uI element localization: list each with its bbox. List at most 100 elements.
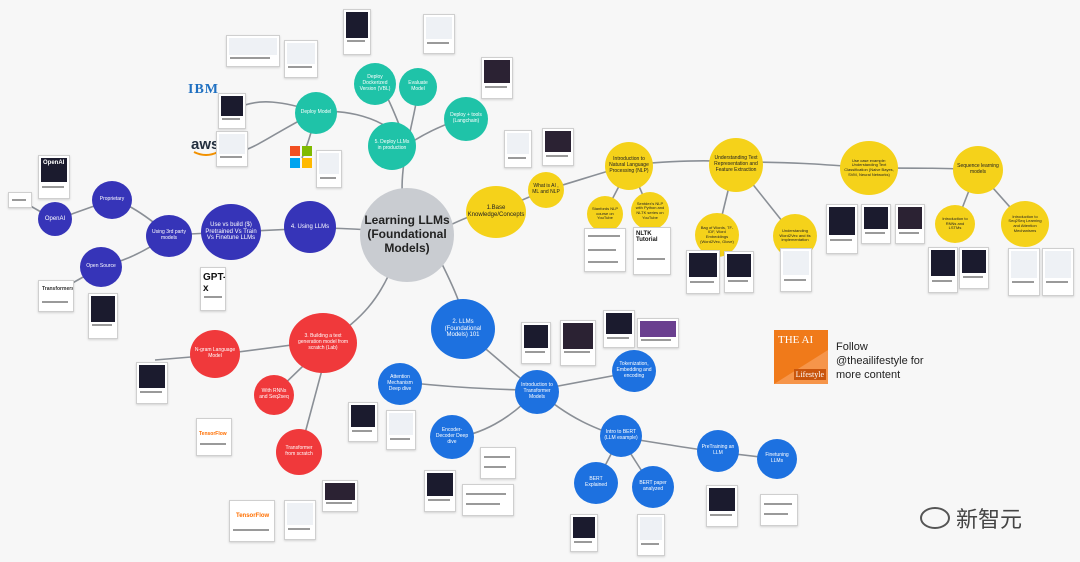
resource-card-openai[interactable]: OpenAI [38,155,70,199]
bert-explained-label: BERT Explained [585,476,607,488]
resource-card-bert-paper[interactable] [637,514,665,556]
openai-node[interactable]: OpenAI [38,202,72,236]
resource-card-s2s-2[interactable] [1042,248,1074,296]
bag-of-words-node[interactable]: Bag of Words, TF-IDF, Word Embeddings (W… [695,213,739,257]
resource-card-gpt-x[interactable]: GPT-x [200,267,226,311]
deploy-llms-node[interactable]: 5. Deploy LLMs in production [368,122,416,170]
resource-card-deploy-1[interactable] [284,40,318,78]
deploy-docker-node[interactable]: Deploy Dockerized Version (VBL) [354,63,396,105]
resource-card-evaluate[interactable] [423,14,455,54]
resource-card-transformer-1[interactable] [284,500,316,540]
third-party-node[interactable]: Using 3rd party models [146,215,192,257]
resource-card-transformers[interactable]: Transformers [38,280,74,312]
intro-nlp-label: Introduction to Natural Language Process… [609,156,649,174]
resource-card-aws[interactable] [216,131,248,167]
understanding-word2vec-label: Understanding Word2Vec and its implement… [779,228,811,243]
resource-card-docker[interactable] [343,9,371,55]
evaluate-model-node[interactable]: Evaluate Model [399,68,437,106]
text-line [222,118,240,120]
open-source-node[interactable]: Open Source [80,247,122,287]
proprietary-label: Proprietary [99,196,125,203]
ngram-node[interactable]: N-gram Language Model [190,330,240,378]
resource-card-ngram[interactable] [136,362,168,404]
text-line [288,66,312,68]
resource-card-nltk[interactable]: NLTK Tutorial [633,227,671,275]
base-knowledge-node[interactable]: 1.Base Knowledge/Concepts [466,186,526,238]
resource-thumbnail [427,473,453,497]
sequence-learning-node[interactable]: Sequence learning models [953,146,1003,194]
intro-nlp-node[interactable]: Introduction to Natural Language Process… [605,142,653,190]
resource-card-ai-2[interactable] [542,128,574,166]
resource-card-transformer-2[interactable] [322,480,358,512]
ai-ml-nlp-node[interactable]: What is AI , ML and NLP [528,172,564,208]
bert-paper-node[interactable]: BERT paper analyzed [632,466,674,508]
tokenization-node[interactable]: Tokenization, Embedding and encoding [612,350,656,392]
resource-card-attention-1[interactable] [348,402,378,442]
rnns-seq2seq-node[interactable]: With RNNs and Seq2seq [254,375,294,415]
intro-transformer-node[interactable]: Introduction to Transformer Models [515,370,559,414]
central-topic-node[interactable]: Learning LLMs (Foundational Models) [360,188,454,282]
use-vs-build-node[interactable]: Use vs build ($) Pretrained Vs Train Vs … [201,204,261,260]
use-case-node[interactable]: Use case example: Understanding Text Cla… [840,141,898,195]
resource-card-tokenization-1[interactable] [603,310,635,348]
intro-bert-node[interactable]: Intro to BERT (LLM example) [600,415,642,457]
resource-card-tokenization-2[interactable] [637,318,679,348]
resource-card-bow-2[interactable] [724,251,754,293]
resource-card-attention-2[interactable] [386,410,416,450]
resource-card-rnn-2[interactable] [959,247,989,289]
resource-card-langchain[interactable] [481,57,513,99]
using-llms-node[interactable]: 4. Using LLMs [284,201,336,253]
bert-explained-node[interactable]: BERT Explained [574,462,618,504]
resource-card-encoder-2[interactable] [480,447,516,479]
resource-card-usecase-2[interactable] [861,204,891,244]
resource-card-tensorflow-2[interactable]: TensorFlow [229,500,275,542]
resource-card-ai-1[interactable] [504,130,532,168]
resource-card-s2s-1[interactable] [1008,248,1040,296]
resource-card-openai-small[interactable] [8,192,32,208]
sentdex-nlp-node[interactable]: Sentdex's NLP with Python and NLTK serie… [631,192,669,230]
stanford-nlp-node[interactable]: Stanfords NLP course on YouTube [587,196,623,232]
resource-card-pretraining[interactable] [706,485,738,527]
resource-card-rnn-1[interactable] [928,247,958,293]
text-line [546,155,568,157]
proprietary-node[interactable]: Proprietary [92,181,132,219]
intro-rnns-node[interactable]: Introduction to RNNs and LSTMs [935,205,975,243]
resource-card-ibm[interactable] [218,93,246,129]
text-line [710,514,732,516]
resource-card-stanford[interactable] [584,228,626,272]
resource-thumbnail [606,313,632,334]
resource-card-microsoft[interactable] [316,150,342,188]
resource-thumbnail [346,12,368,38]
text-representation-label: Understanding Text Representation and Fe… [714,155,758,173]
resource-card-open-source[interactable] [88,293,118,339]
text-line [728,280,748,282]
resource-card-usecase-1[interactable] [826,204,858,254]
llms-101-node[interactable]: 2. LLMs (Foundational Models) 101 [431,299,495,359]
deploy-model-node[interactable]: Deploy Model [295,92,337,134]
resource-card-encoder-1[interactable] [424,470,456,512]
resource-card-tensorflow-1[interactable]: TensorFlow [196,418,232,456]
pretraining-node[interactable]: PreTraining an LLM [697,430,739,472]
encoder-decoder-node[interactable]: Encoder-Decoder Deep dive [430,415,474,459]
resource-card-transformer-intro-1[interactable] [521,322,551,364]
follow-line-3: more content [836,369,901,381]
resource-card-encoder-3[interactable] [462,484,514,516]
follow-handle[interactable]: @theailifestyle for [836,355,924,367]
resource-card-bow-1[interactable] [686,250,720,294]
deploy-tools-node[interactable]: Deploy + tools (Langchain) [444,97,488,141]
finetuning-node[interactable]: Finetuning LLMs [757,439,797,479]
resource-card-usecase-3[interactable] [895,204,925,244]
text-representation-node[interactable]: Understanding Text Representation and Fe… [709,138,763,192]
resource-card-finetuning[interactable] [760,494,798,526]
attention-node[interactable]: Attention Mechanism Deep dive [378,363,422,405]
resource-card-google-cloud[interactable] [226,35,280,67]
building-text-node[interactable]: 3. Building a text generation model from… [289,313,357,373]
resource-card-transformer-intro-2[interactable] [560,320,596,366]
nltk-logo: NLTK Tutorial [636,231,658,243]
microsoft-logo-icon [290,146,312,168]
transformer-scratch-node[interactable]: Transformer from scratch [276,429,322,475]
resource-card-word2vec[interactable] [780,248,812,292]
intro-seq2seq-node[interactable]: Introduction to Seq2Seq Learning and Att… [1001,201,1049,247]
resource-card-bert-explained[interactable] [570,514,598,552]
text-line [607,337,629,339]
